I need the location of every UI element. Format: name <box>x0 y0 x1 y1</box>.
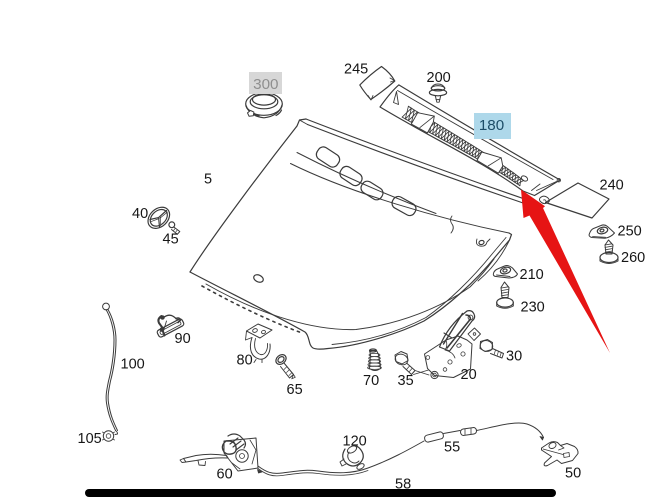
svg-text:90: 90 <box>175 331 191 347</box>
svg-text:50: 50 <box>565 466 581 482</box>
svg-text:120: 120 <box>343 434 367 450</box>
svg-text:45: 45 <box>163 232 179 248</box>
svg-text:300: 300 <box>253 76 278 93</box>
svg-text:180: 180 <box>479 117 504 134</box>
svg-text:260: 260 <box>621 250 645 266</box>
svg-text:20: 20 <box>461 367 477 383</box>
svg-text:70: 70 <box>363 373 379 389</box>
svg-text:58: 58 <box>395 477 411 493</box>
svg-text:5: 5 <box>204 172 212 188</box>
svg-text:80: 80 <box>237 353 253 369</box>
svg-text:105: 105 <box>78 431 102 447</box>
svg-text:245: 245 <box>344 62 368 78</box>
svg-text:60: 60 <box>217 467 233 483</box>
svg-text:100: 100 <box>121 357 145 373</box>
svg-text:200: 200 <box>427 70 451 86</box>
svg-text:55: 55 <box>444 440 460 456</box>
svg-text:40: 40 <box>132 206 148 222</box>
svg-text:230: 230 <box>521 300 545 316</box>
svg-text:210: 210 <box>520 267 544 283</box>
svg-text:250: 250 <box>618 224 642 240</box>
svg-text:240: 240 <box>600 178 624 194</box>
svg-text:35: 35 <box>398 373 414 389</box>
svg-text:65: 65 <box>287 382 303 398</box>
svg-text:30: 30 <box>506 349 522 365</box>
